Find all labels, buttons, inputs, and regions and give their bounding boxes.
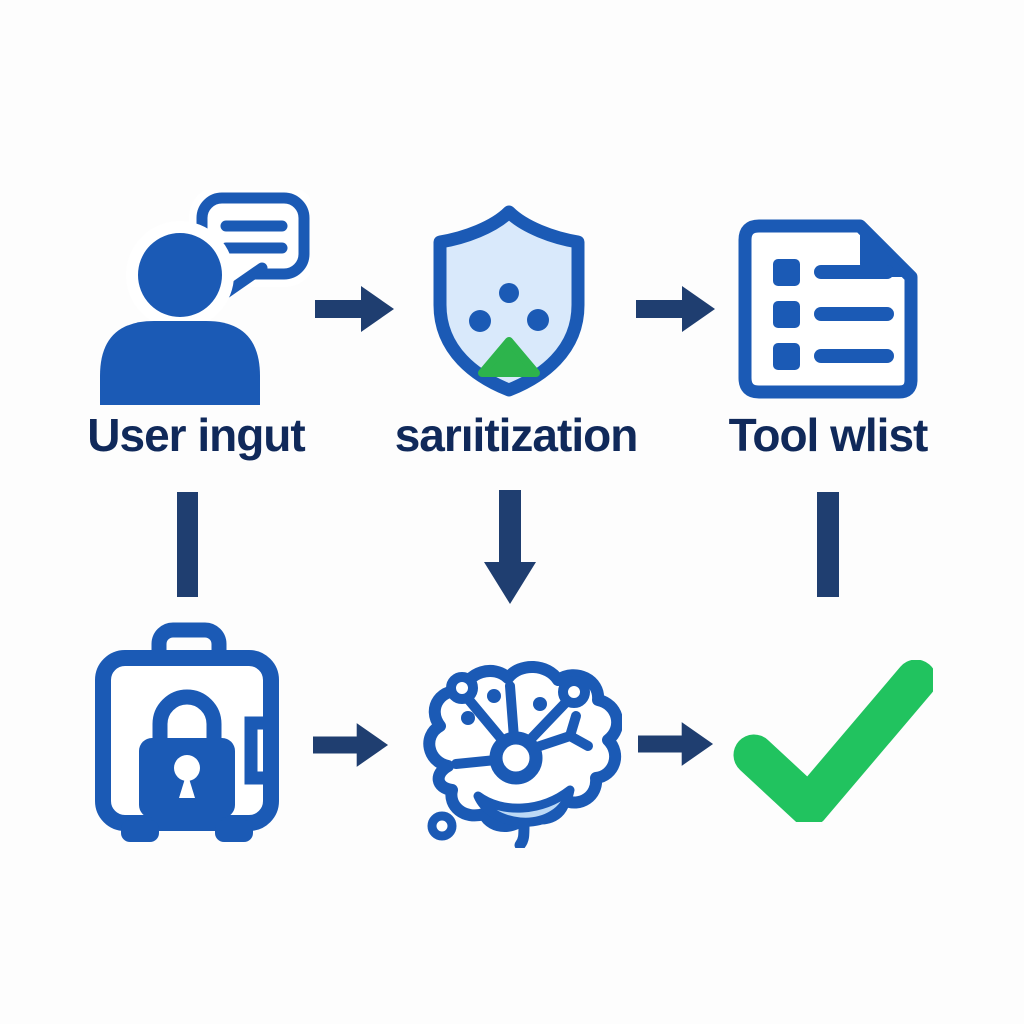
node-approved xyxy=(733,660,933,822)
label-tool-list: Tool wlist xyxy=(728,409,929,461)
label-sanitization: sarıitization xyxy=(394,409,639,461)
node-vault xyxy=(95,620,280,850)
connector-bar-right xyxy=(817,492,839,597)
arrow-down-icon xyxy=(484,490,536,605)
arrow-right-icon xyxy=(313,722,389,768)
checklist-document-icon xyxy=(738,219,918,399)
node-model xyxy=(412,648,622,848)
user-speech-bubble-icon xyxy=(100,190,310,405)
arrow-right-icon xyxy=(315,285,395,333)
safe-lock-icon xyxy=(95,622,279,842)
arrow-right-icon xyxy=(638,721,714,767)
node-user-input xyxy=(90,190,310,405)
node-sanitization xyxy=(428,205,590,397)
shield-check-icon xyxy=(433,205,585,397)
node-tool-list xyxy=(733,218,923,400)
connector-bar-left xyxy=(177,492,198,597)
label-user-input: User ingut xyxy=(87,409,305,461)
arrow-right-icon xyxy=(636,285,716,333)
brain-circuit-icon xyxy=(423,660,622,848)
green-checkmark-icon xyxy=(733,660,933,822)
